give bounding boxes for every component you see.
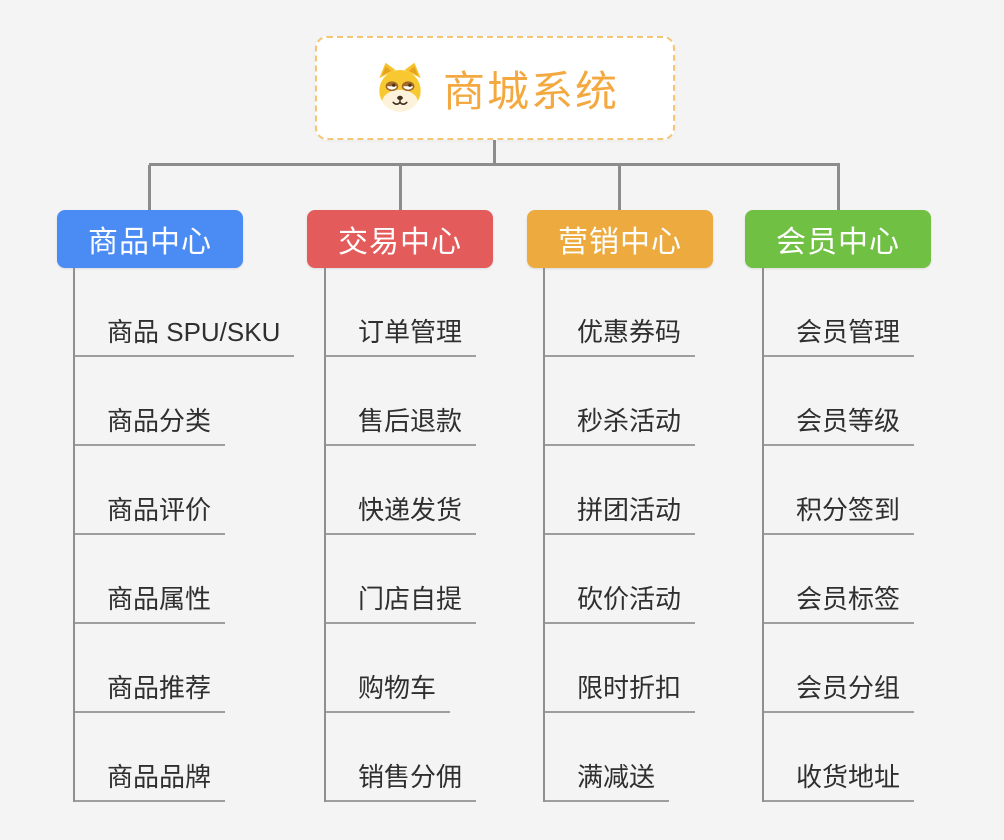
- node-item-shipping-address[interactable]: 收货地址: [764, 762, 915, 802]
- node-item-product-attribute[interactable]: 商品属性: [75, 584, 226, 624]
- node-item-product-recommend[interactable]: 商品推荐: [75, 673, 226, 713]
- connector-drop-products: [148, 165, 151, 210]
- node-item-points-checkin[interactable]: 积分签到: [764, 495, 915, 535]
- branch-node-marketing-center[interactable]: 营销中心: [527, 210, 713, 268]
- connector-drop-members: [837, 165, 840, 210]
- node-item-coupon-code[interactable]: 优惠券码: [545, 317, 696, 357]
- node-item-express-delivery[interactable]: 快递发货: [326, 495, 477, 535]
- node-item-shopping-cart[interactable]: 购物车: [326, 673, 451, 713]
- branch-column-trade-center: 订单管理 售后退款 快递发货 门店自提 购物车 销售分佣: [324, 268, 477, 802]
- connector-drop-trade: [399, 165, 402, 210]
- branch-column-product-center: 商品 SPU/SKU 商品分类 商品评价 商品属性 商品推荐 商品品牌: [73, 268, 295, 802]
- node-item-aftersale-refund[interactable]: 售后退款: [326, 406, 477, 446]
- node-item-group-buy[interactable]: 拼团活动: [545, 495, 696, 535]
- node-item-order-management[interactable]: 订单管理: [326, 317, 477, 357]
- node-item-flash-sale[interactable]: 秒杀活动: [545, 406, 696, 446]
- dog-face-icon: [371, 61, 429, 115]
- node-item-bargain-activity[interactable]: 砍价活动: [545, 584, 696, 624]
- node-item-limited-time-discount[interactable]: 限时折扣: [545, 673, 696, 713]
- connector-drop-marketing: [618, 165, 621, 210]
- node-item-product-spu-sku[interactable]: 商品 SPU/SKU: [75, 317, 295, 357]
- root-node[interactable]: 商城系统: [315, 36, 675, 140]
- branch-node-trade-center[interactable]: 交易中心: [307, 210, 493, 268]
- branch-node-product-center[interactable]: 商品中心: [57, 210, 243, 268]
- node-item-product-review[interactable]: 商品评价: [75, 495, 226, 535]
- connector-root-stem: [493, 140, 496, 164]
- node-item-sales-commission[interactable]: 销售分佣: [326, 762, 477, 802]
- node-item-product-category[interactable]: 商品分类: [75, 406, 226, 446]
- branch-column-marketing-center: 优惠券码 秒杀活动 拼团活动 砍价活动 限时折扣 满减送: [543, 268, 696, 802]
- branch-column-member-center: 会员管理 会员等级 积分签到 会员标签 会员分组 收货地址: [762, 268, 915, 802]
- connector-horizontal-bar: [149, 163, 840, 166]
- node-item-product-brand[interactable]: 商品品牌: [75, 762, 226, 802]
- node-item-member-tag[interactable]: 会员标签: [764, 584, 915, 624]
- root-title: 商城系统: [442, 67, 619, 115]
- node-item-member-group[interactable]: 会员分组: [764, 673, 915, 713]
- node-item-member-level[interactable]: 会员等级: [764, 406, 915, 446]
- branch-node-member-center[interactable]: 会员中心: [745, 210, 931, 268]
- node-item-full-reduction[interactable]: 满减送: [545, 762, 670, 802]
- node-item-member-management[interactable]: 会员管理: [764, 317, 915, 357]
- node-item-store-pickup[interactable]: 门店自提: [326, 584, 477, 624]
